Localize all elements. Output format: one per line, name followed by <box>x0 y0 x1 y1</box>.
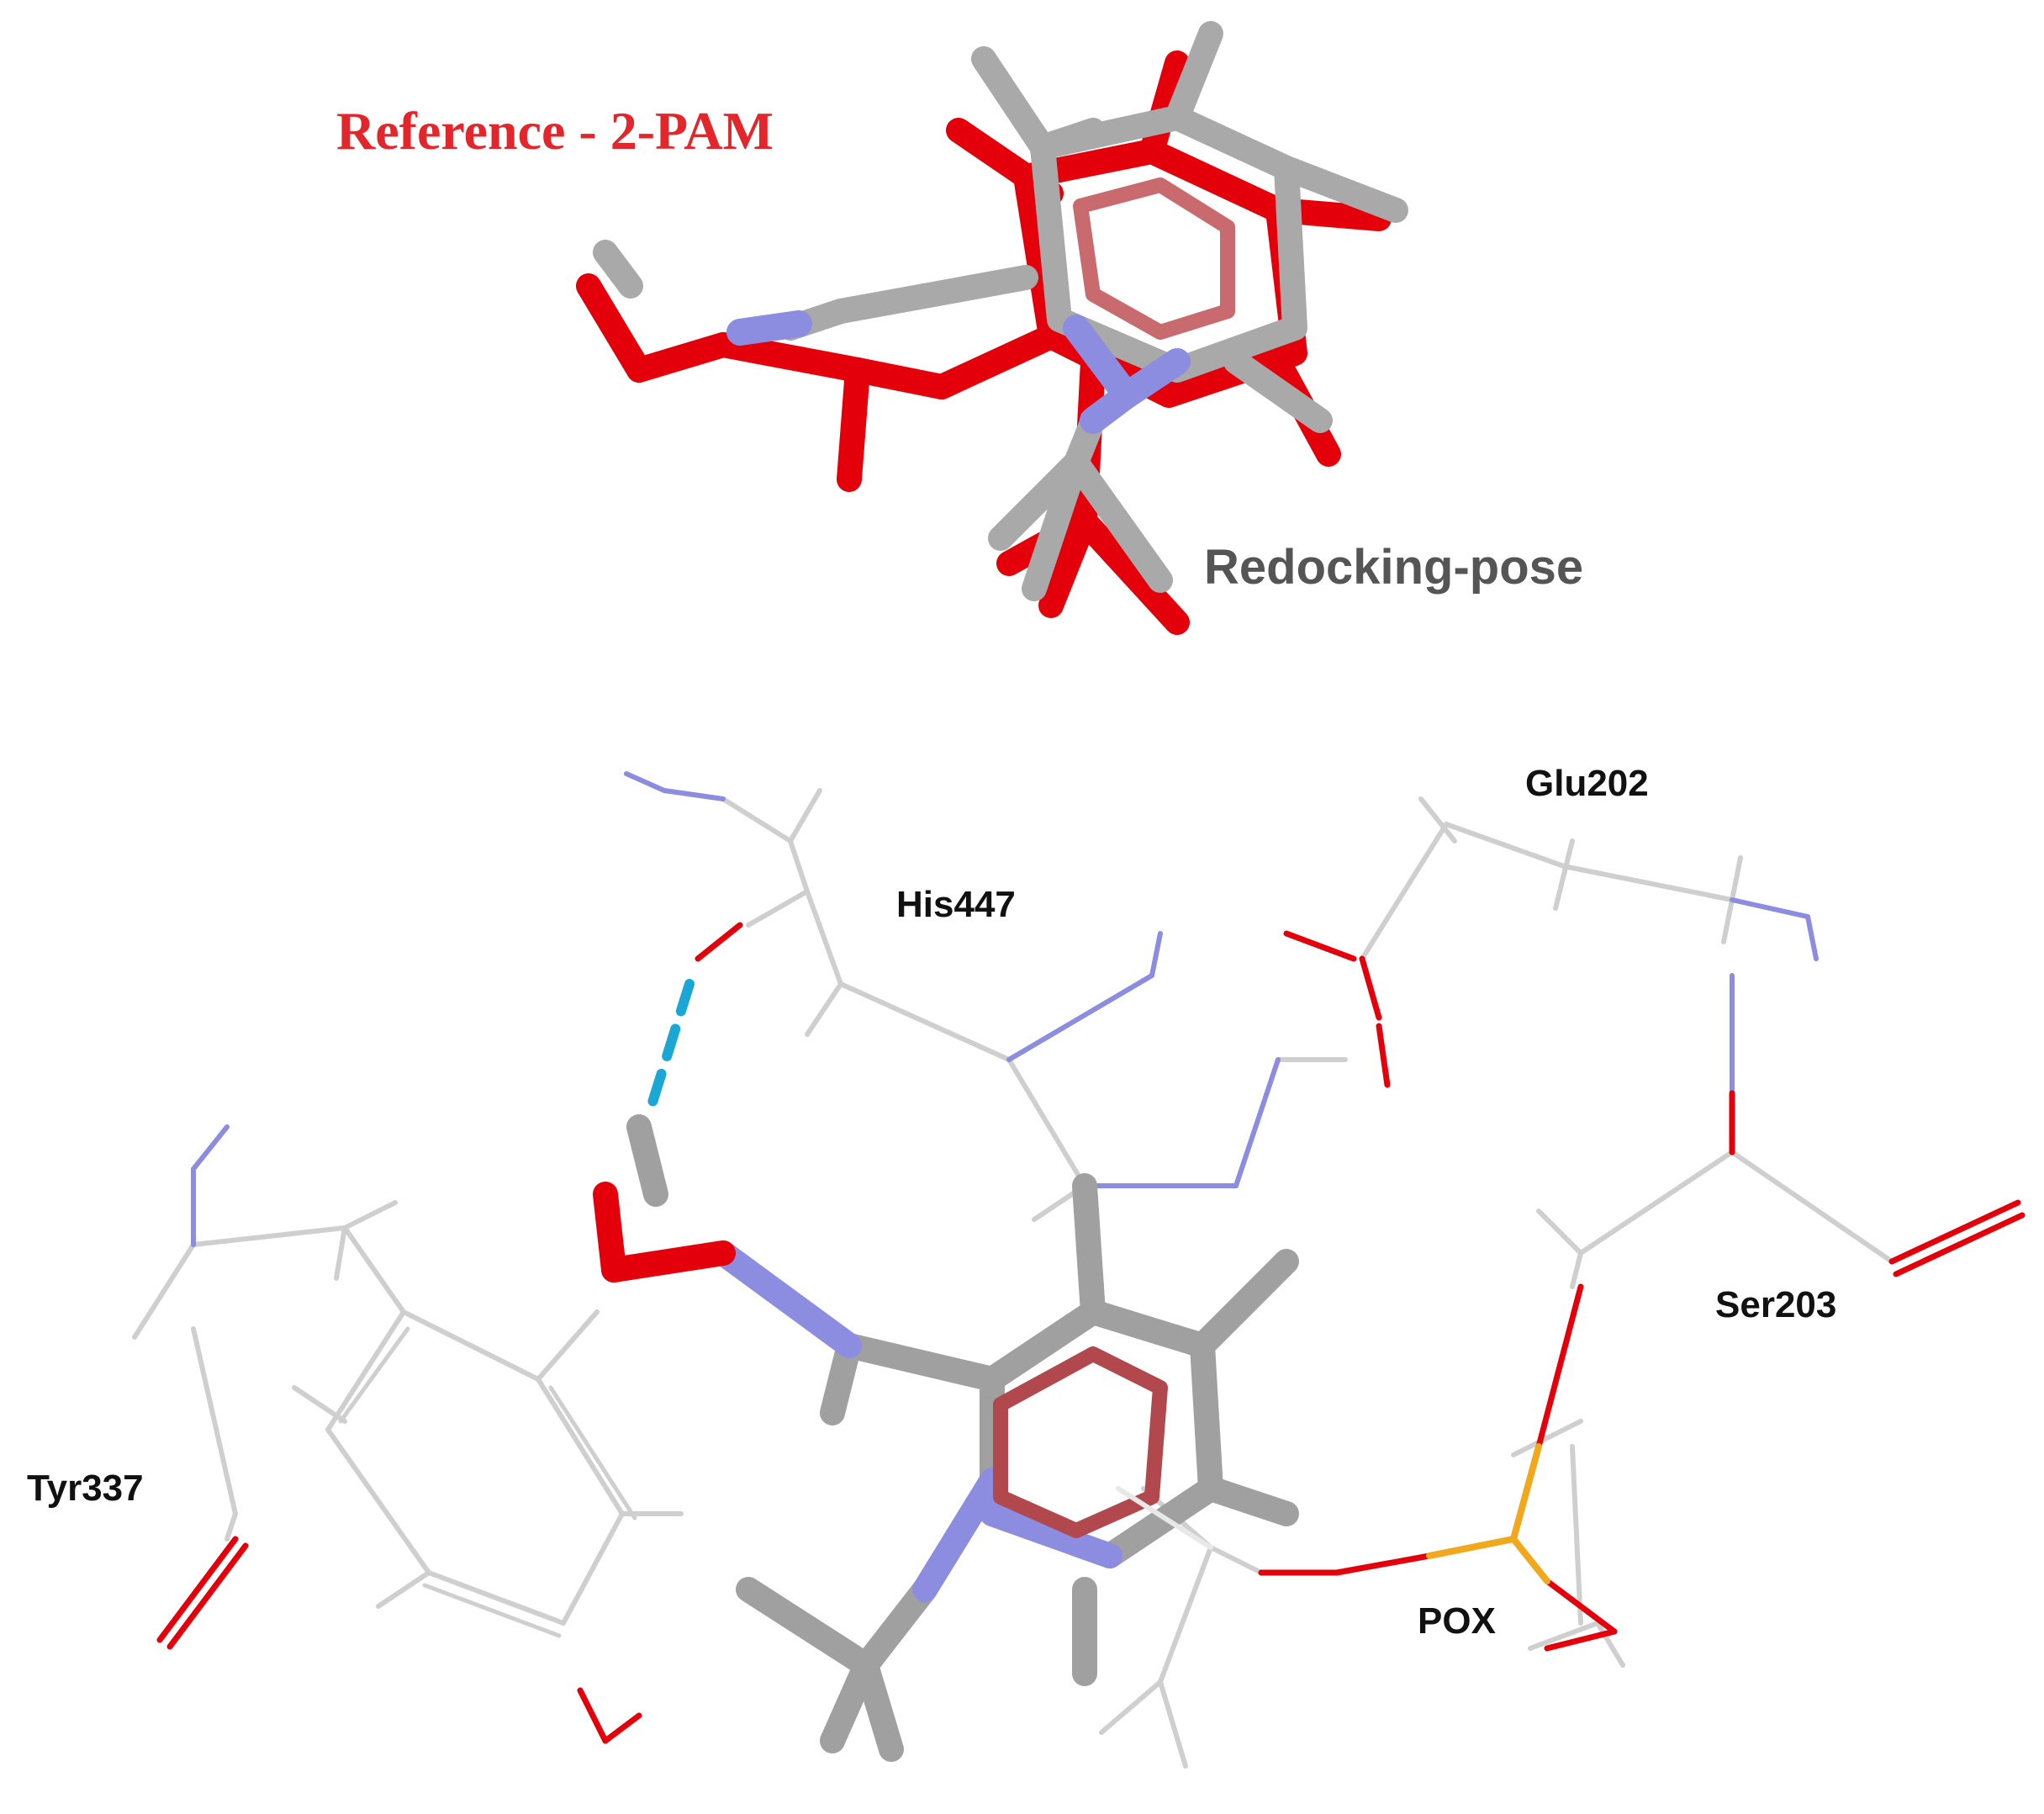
residue-nitrogen-bonds <box>191 771 1819 1247</box>
residue-carbon-bonds <box>132 788 1894 1769</box>
reference-ring-inner <box>1073 177 1235 340</box>
residue-label-tyr337: Tyr337 <box>27 1468 144 1509</box>
docked-ligand <box>593 1114 1299 1762</box>
top-panel-overlay <box>576 21 1408 635</box>
pox-phosphorus-bonds <box>1426 1443 1550 1584</box>
redocking-ligand <box>593 21 1408 601</box>
redocking-pose-label: Redocking-pose <box>1204 540 1584 595</box>
residue-label-ser203: Ser203 <box>1715 1284 1837 1325</box>
residue-label-pox: POX <box>1418 1600 1496 1642</box>
residue-oxygen-bonds <box>156 922 2026 1744</box>
bottom-panel-binding-site <box>132 771 2026 1769</box>
hydrogen-bond <box>642 979 695 1124</box>
tyr-double-bonds <box>338 1326 637 1638</box>
residue-label-his447: His447 <box>896 884 1016 925</box>
redocking-nitrogen <box>726 310 1191 434</box>
residue-label-glu202: Glu202 <box>1525 763 1649 804</box>
reference-label: Reference - 2-PAM <box>336 101 774 161</box>
